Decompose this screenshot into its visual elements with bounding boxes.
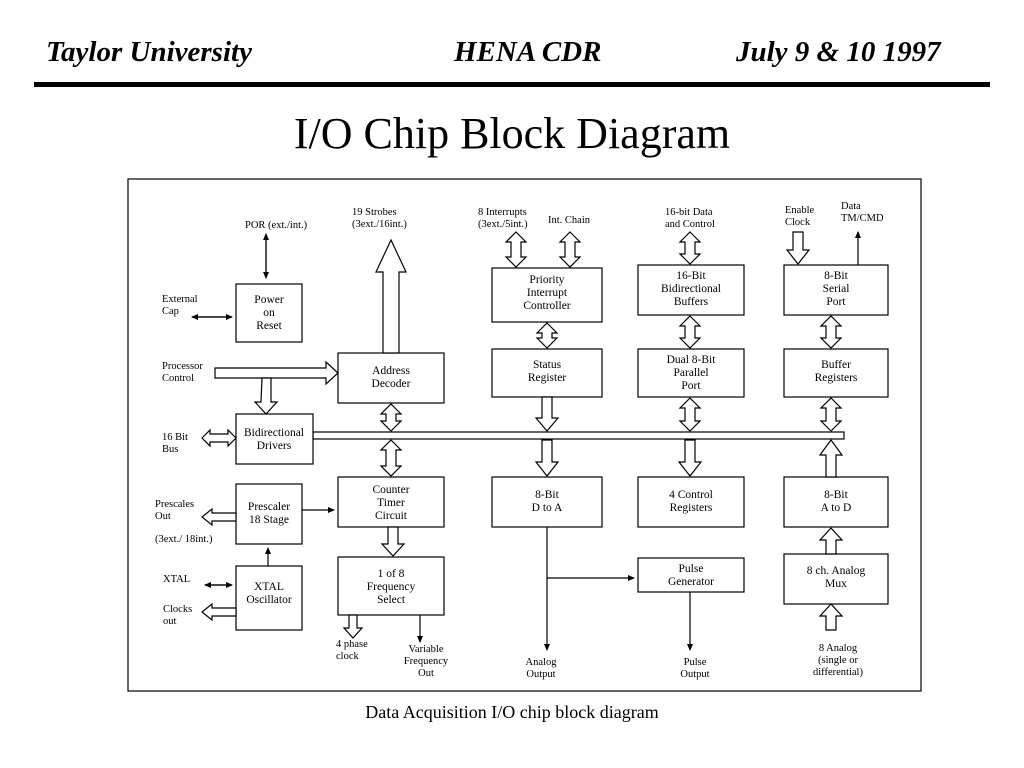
control-registers-block <box>637 476 745 528</box>
control-to-drivers-arrow <box>253 377 279 415</box>
power-on-reset-block <box>235 283 303 343</box>
internal-bus <box>312 431 845 440</box>
status-register-block <box>491 348 603 398</box>
pulse-generator-block <box>637 557 745 593</box>
dual-bus-double-arrow <box>678 397 702 432</box>
phase-clock-arrow <box>342 614 364 639</box>
prescaler-block <box>235 483 303 545</box>
header-event: HENA CDR <box>454 36 602 68</box>
enable-clock-arrow <box>785 231 811 265</box>
clocks-out-arrow <box>201 602 237 622</box>
d-to-a-block <box>491 476 603 528</box>
diagram-caption: Data Acquisition I/O chip block diagram <box>365 702 659 722</box>
buf16-dual-double-arrow <box>678 315 702 349</box>
header-date: July 9 & 10 1997 <box>736 36 941 68</box>
interrupts-double-arrow <box>504 231 528 268</box>
serial-port-block <box>783 264 889 316</box>
status-bus-arrow <box>534 396 560 432</box>
label-int-chain: Int. Chain <box>548 215 591 226</box>
mux-atod-arrow <box>818 527 844 555</box>
bus-ctrl-arrow <box>677 439 703 477</box>
buffer-registers-block <box>783 348 889 398</box>
frequency-select-block <box>337 556 445 616</box>
header-university: Taylor University <box>46 36 252 68</box>
addr-bus-double-arrow <box>379 403 403 432</box>
data16-double-arrow <box>678 231 702 265</box>
strobes-arrow <box>375 238 407 354</box>
a-to-d-block <box>783 476 889 528</box>
label-por: POR (ext./int.) <box>245 220 308 231</box>
processor-control-arrow <box>214 360 339 386</box>
label-prescales-note: (3ext./ 18int.) <box>155 534 213 545</box>
counter-timer-block <box>337 476 445 528</box>
bus-dtoa-arrow <box>534 439 560 477</box>
address-decoder-block <box>337 352 445 404</box>
serial-bufreg-double-arrow <box>819 315 843 349</box>
analog-mux-block <box>783 553 889 605</box>
priority-interrupt-block <box>491 267 603 323</box>
label-interrupts: 8 Interrupts(3ext./5int.) <box>478 207 528 230</box>
atod-bus-arrow <box>818 438 844 478</box>
bidirectional-buffers-block <box>637 264 745 316</box>
bufreg-bus-double-arrow <box>819 397 843 432</box>
int-chain-double-arrow <box>558 231 582 268</box>
xtal-oscillator-block <box>235 565 303 631</box>
label-xtal: XTAL <box>163 574 190 585</box>
priority-status-double-arrow <box>535 322 559 349</box>
slide-title: I/O Chip Block Diagram <box>293 109 731 158</box>
label-strobes: 19 Strobes(3ext./16int.) <box>352 207 407 230</box>
prescales-out-arrow <box>201 507 237 527</box>
header-rule <box>34 82 990 87</box>
counter-freq-arrow <box>380 526 406 557</box>
parallel-port-block <box>637 348 745 398</box>
bus16-arrow <box>201 428 237 448</box>
analog-in-arrow <box>818 603 844 631</box>
bus-counter-double-arrow <box>379 439 403 477</box>
bidirectional-drivers-block <box>235 413 314 465</box>
